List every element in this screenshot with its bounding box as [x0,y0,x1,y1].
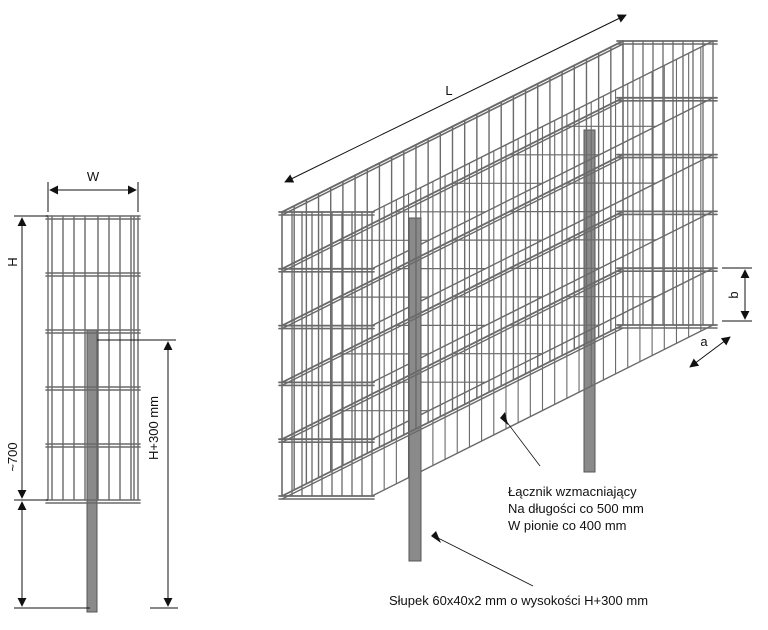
side-basket [45,215,141,504]
iso-post-front [408,217,422,562]
iso-post-back [583,129,596,473]
dim-b: b [722,267,752,322]
connector-title: Łącznik wzmacniający [508,484,637,499]
dim-post-height: H+300 mm [97,339,178,609]
iso-front-horizontal-wire [281,267,624,441]
connector-line1: Na długości co 500 mm [508,501,644,516]
iso-front-horizontal-wire [281,153,624,327]
post-callout-text: Słupek 60x40x2 mm o wysokości H+300 mm [389,593,648,608]
iso-front-horizontal-wire [281,210,624,384]
iso-front-horizontal-wire [281,156,624,330]
spacing-b-label: b [726,291,741,298]
post-callout: Słupek 60x40x2 mm o wysokości H+300 mm [389,531,648,608]
iso-back-horizontal-wire [371,324,714,497]
iso-front-horizontal-wire [281,213,624,387]
embed-label: ~700 [5,442,20,471]
dim-length: L [284,14,627,183]
iso-front-horizontal-wire [281,324,624,497]
length-label: L [445,83,452,98]
width-label: W [87,169,100,184]
iso-front-horizontal-wire [281,270,624,443]
iso-view [278,40,718,562]
post-height-label: H+300 mm [146,396,161,460]
dim-left-vertical: H ~700 [5,215,90,609]
height-label: H [5,257,20,266]
iso-front-horizontal-wire [281,327,624,500]
side-post [86,329,98,613]
spacing-a-label: a [700,334,708,349]
iso-front-overlay [278,40,624,500]
side-view [45,215,141,613]
dim-width: W [47,169,139,212]
connector-callout: Łącznik wzmacniający Na długości co 500 … [500,412,644,533]
dim-a: a [689,334,731,368]
connector-line2: W pionie co 400 mm [508,518,627,533]
